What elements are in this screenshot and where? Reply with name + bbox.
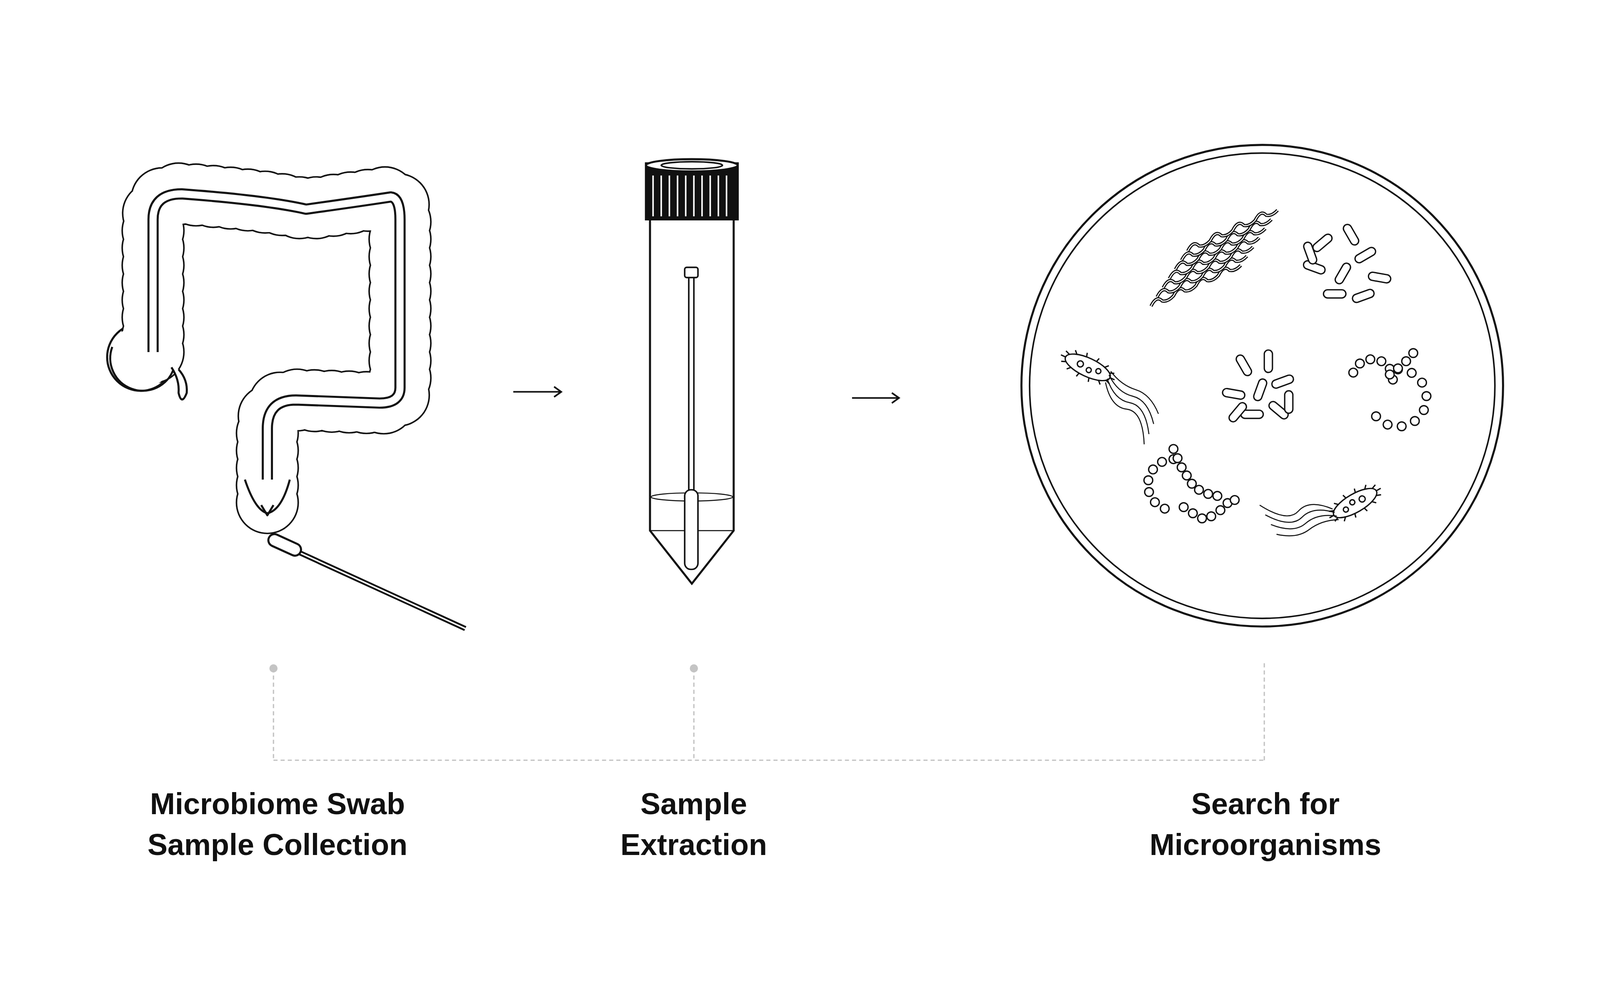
step-label: Search for Microorganisms [1115, 783, 1416, 865]
step-label: Sample Extraction [585, 783, 803, 865]
step-label: Microbiome Swab Sample Collection [115, 783, 440, 865]
